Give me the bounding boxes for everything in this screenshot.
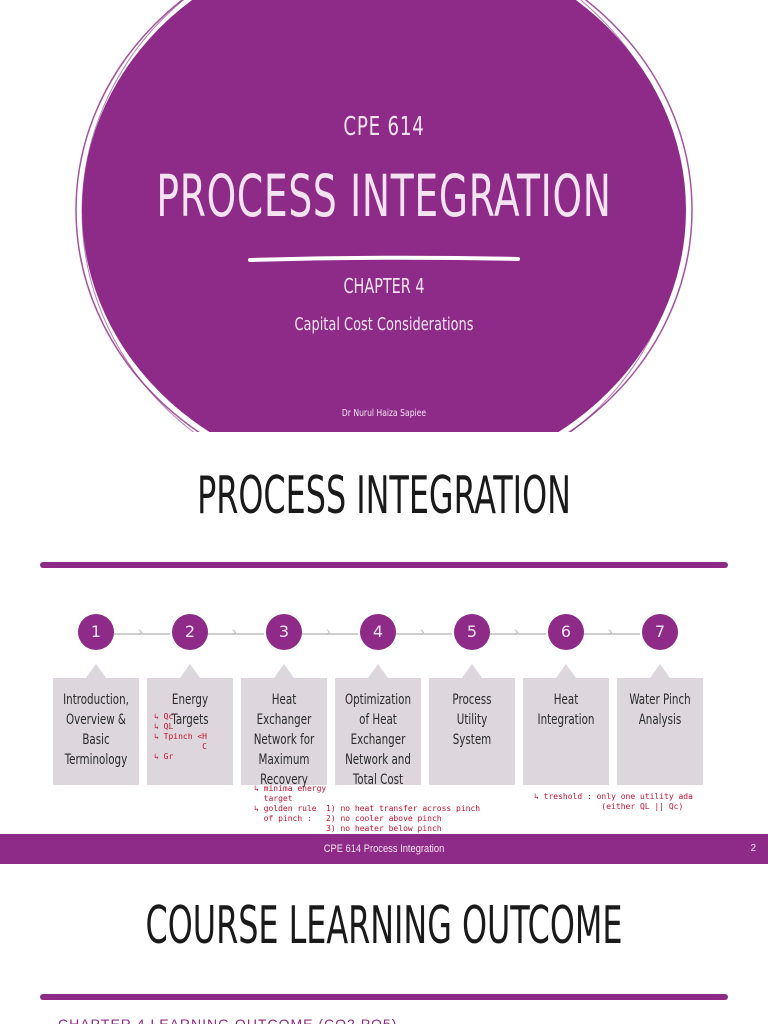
step-box: Process Utility System xyxy=(429,664,515,785)
step-box: Heat Exchanger Network for Maximum Recov… xyxy=(241,664,327,788)
chevron-right-icon: › xyxy=(608,623,613,639)
step-label: Water Pinch Analysis xyxy=(629,692,691,728)
connector xyxy=(584,633,640,635)
step-number: 1 xyxy=(78,614,114,650)
chevron-right-icon: › xyxy=(420,623,425,639)
step-number: 6 xyxy=(548,614,584,650)
step-box: Water Pinch Analysis xyxy=(617,664,703,785)
slide-subtitle: CHAPTER 4 LEARNING OUTCOME (CO2 PO5) xyxy=(58,1016,398,1024)
step-number: 7 xyxy=(642,614,678,650)
step-label: Introduction, Overview & Basic Terminolo… xyxy=(63,692,129,768)
step-label: Optimization of Heat Exchanger Network a… xyxy=(344,692,412,788)
connector xyxy=(302,633,358,635)
step-label: Energy Targets xyxy=(171,692,209,728)
chapter-label: CHAPTER 4 xyxy=(343,274,425,298)
step-box: Optimization of Heat Exchanger Network a… xyxy=(335,664,421,788)
slide-title: PROCESS INTEGRATION xyxy=(197,466,571,526)
step-label: Heat Exchanger Network for Maximum Recov… xyxy=(253,692,315,788)
step-label: Heat Integration xyxy=(537,692,595,728)
connector xyxy=(114,633,170,635)
slide-title: COURSE LEARNING OUTCOME xyxy=(145,896,623,956)
step-number: 3 xyxy=(266,614,302,650)
title-circle-decoration xyxy=(75,0,693,432)
process-integration-slide: PROCESS INTEGRATION › › › › › › 1 2 3 4 … xyxy=(0,432,768,864)
page-title: PROCESS INTEGRATION xyxy=(156,162,612,230)
step-number: 5 xyxy=(454,614,490,650)
step-number: 4 xyxy=(360,614,396,650)
title-underline xyxy=(40,994,728,1000)
chevron-right-icon: › xyxy=(138,623,143,639)
footer-text: CPE 614 Process Integration xyxy=(323,843,445,855)
handwritten-note: ↳ treshold : only one utility ada (eithe… xyxy=(534,792,693,811)
page-number: 2 xyxy=(750,843,756,854)
step-box: Introduction, Overview & Basic Terminolo… xyxy=(53,664,139,785)
title-underline xyxy=(40,562,728,568)
title-divider xyxy=(248,255,520,262)
slide-footer: CPE 614 Process Integration 2 xyxy=(0,834,768,864)
chevron-right-icon: › xyxy=(232,623,237,639)
course-learning-outcome-slide: COURSE LEARNING OUTCOME CHAPTER 4 LEARNI… xyxy=(0,864,768,1024)
chevron-right-icon: › xyxy=(514,623,519,639)
handwritten-note: ↳ Qc ↳ QL ↳ Tpinch <H C ↳ Gr xyxy=(154,712,207,761)
chapter-subtitle: Capital Cost Considerations xyxy=(294,314,474,335)
step-box: Energy Targets xyxy=(147,664,233,785)
connector xyxy=(208,633,264,635)
chevron-right-icon: › xyxy=(326,623,331,639)
connector xyxy=(396,633,452,635)
author-name: Dr Nurul Haiza Sapiee xyxy=(341,408,427,419)
course-code: CPE 614 xyxy=(343,112,425,142)
step-label: Process Utility System xyxy=(452,692,492,748)
connector xyxy=(490,633,546,635)
step-box: Heat Integration xyxy=(523,664,609,785)
step-number: 2 xyxy=(172,614,208,650)
title-slide: CPE 614 PROCESS INTEGRATION CHAPTER 4 Ca… xyxy=(0,0,768,432)
